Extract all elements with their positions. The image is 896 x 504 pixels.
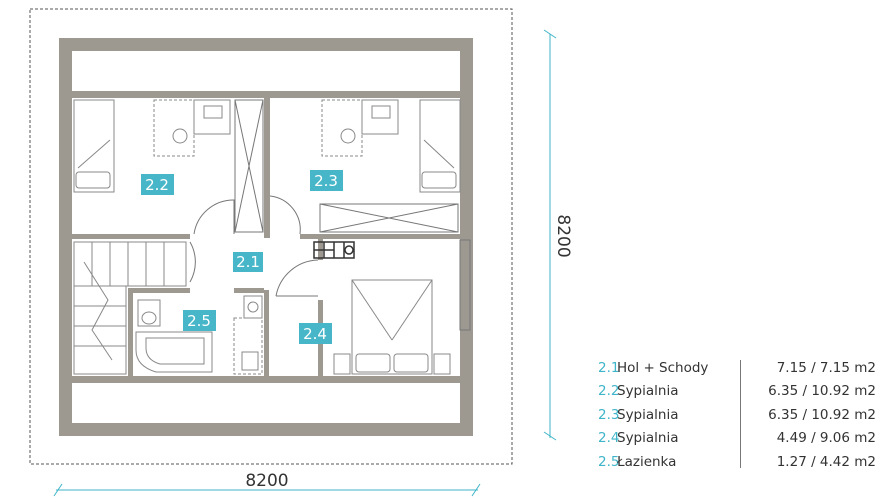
legend-row: 2.4 Sypialnia 4.49 / 9.06 m2 bbox=[598, 427, 890, 451]
legend-room-area: 4.49 / 9.06 m2 bbox=[776, 430, 876, 447]
desks bbox=[153, 99, 399, 157]
legend-room-area: 7.15 / 7.15 m2 bbox=[776, 359, 876, 376]
room-label-2-2: 2.2 bbox=[141, 174, 174, 195]
beds bbox=[73, 99, 461, 375]
bathroom-fixtures bbox=[135, 295, 263, 375]
room-label-2-4: 2.4 bbox=[299, 323, 332, 344]
legend-row: 2.3 Sypialnia 6.35 / 10.92 m2 bbox=[598, 403, 890, 427]
svg-text:2.5: 2.5 bbox=[187, 312, 211, 330]
legend-room-name: Sypialnia bbox=[617, 383, 679, 400]
legend-room-number: 2.2 bbox=[598, 383, 620, 400]
legend-room-number: 2.3 bbox=[598, 406, 620, 423]
appliance-unit bbox=[313, 241, 355, 259]
room-label-2-5: 2.5 bbox=[183, 310, 216, 331]
area-legend: 2.1 Hol + Schody 7.15 / 7.15 m2 2.2 Sypi… bbox=[598, 356, 890, 474]
furniture-lines bbox=[189, 99, 471, 331]
svg-text:2.3: 2.3 bbox=[314, 172, 338, 190]
staircase bbox=[73, 241, 187, 375]
interior-walls bbox=[72, 91, 460, 383]
legend-divider bbox=[740, 360, 741, 468]
plot-outline bbox=[29, 8, 513, 465]
legend-row: 2.1 Hol + Schody 7.15 / 7.15 m2 bbox=[598, 356, 890, 380]
svg-text:2.1: 2.1 bbox=[236, 253, 260, 271]
legend-room-area: 6.35 / 10.92 m2 bbox=[768, 406, 876, 423]
legend-room-name: Sypialnia bbox=[617, 430, 679, 447]
legend-room-area: 1.27 / 4.42 m2 bbox=[776, 453, 876, 470]
legend-room-name: Sypialnia bbox=[617, 406, 679, 423]
legend-row: 2.5 Łazienka 1.27 / 4.42 m2 bbox=[598, 450, 890, 474]
legend-room-area: 6.35 / 10.92 m2 bbox=[768, 383, 876, 400]
room-label-2-3: 2.3 bbox=[310, 170, 343, 191]
dimension-height-label: 8200 bbox=[553, 214, 573, 257]
dimension-width bbox=[53, 483, 481, 497]
legend-room-number: 2.4 bbox=[598, 430, 620, 447]
legend-room-name: Hol + Schody bbox=[617, 359, 709, 376]
legend-room-name: Łazienka bbox=[617, 453, 677, 470]
room-label-2-1: 2.1 bbox=[233, 252, 263, 272]
svg-text:2.2: 2.2 bbox=[145, 176, 169, 194]
dimension-height bbox=[543, 29, 557, 441]
legend-room-number: 2.5 bbox=[598, 453, 620, 470]
legend-room-number: 2.1 bbox=[598, 359, 620, 376]
svg-text:2.4: 2.4 bbox=[303, 325, 327, 343]
dimension-width-label: 8200 bbox=[245, 471, 288, 491]
legend-row: 2.2 Sypialnia 6.35 / 10.92 m2 bbox=[598, 380, 890, 404]
